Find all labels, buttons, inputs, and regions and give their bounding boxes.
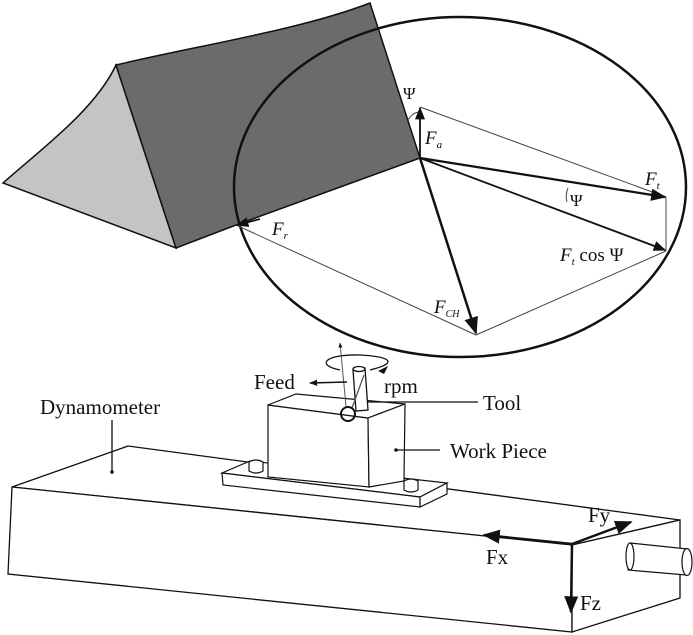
magnification-ellipse xyxy=(232,15,688,359)
work-piece-block-side xyxy=(367,403,406,488)
rpm-arrowhead xyxy=(378,366,388,374)
fch-vector xyxy=(418,157,478,335)
feed-arrow xyxy=(309,379,348,387)
bolt-right xyxy=(403,478,419,493)
work-piece-base-side xyxy=(419,482,448,508)
dynamometer-label: Dynamometer xyxy=(40,395,160,419)
psi-mid-label: Ψ xyxy=(570,191,583,210)
fy-arrow xyxy=(571,520,633,546)
fy-label: Fy xyxy=(588,503,611,527)
fa-label: Fa xyxy=(424,128,443,151)
bolt-left xyxy=(248,459,264,474)
rpm-label: rpm xyxy=(384,374,418,398)
ftcos-vector xyxy=(419,157,667,251)
fx-label: Fx xyxy=(486,545,509,569)
fz-arrow xyxy=(564,543,579,614)
tool-label: Tool xyxy=(483,391,521,415)
connector-cylinder xyxy=(625,542,693,577)
fx-arrow xyxy=(482,529,573,546)
milling-tool xyxy=(340,365,369,422)
fr-label: Fr xyxy=(271,219,289,242)
rpm-rotation-arrow xyxy=(325,354,389,371)
chip-prism xyxy=(1,2,421,250)
feed-label: Feed xyxy=(254,370,295,394)
fz-label: Fz xyxy=(580,591,601,615)
psi-top-label: Ψ xyxy=(403,84,416,103)
force-vectors xyxy=(235,106,667,335)
work-piece xyxy=(219,393,450,508)
dynamometer-leader-dot xyxy=(110,470,114,474)
dynamometer-axes xyxy=(482,520,633,614)
fch-label: FCH xyxy=(433,297,460,320)
magnification-leader xyxy=(338,342,347,407)
ft-cos-psi-label: Ft cos Ψ xyxy=(559,245,624,268)
ft-vector xyxy=(419,156,667,201)
work-piece-label: Work Piece xyxy=(450,439,547,463)
fr-vector xyxy=(235,217,261,228)
ft-label: Ft xyxy=(644,169,661,192)
tool-contact-circle xyxy=(340,406,356,422)
